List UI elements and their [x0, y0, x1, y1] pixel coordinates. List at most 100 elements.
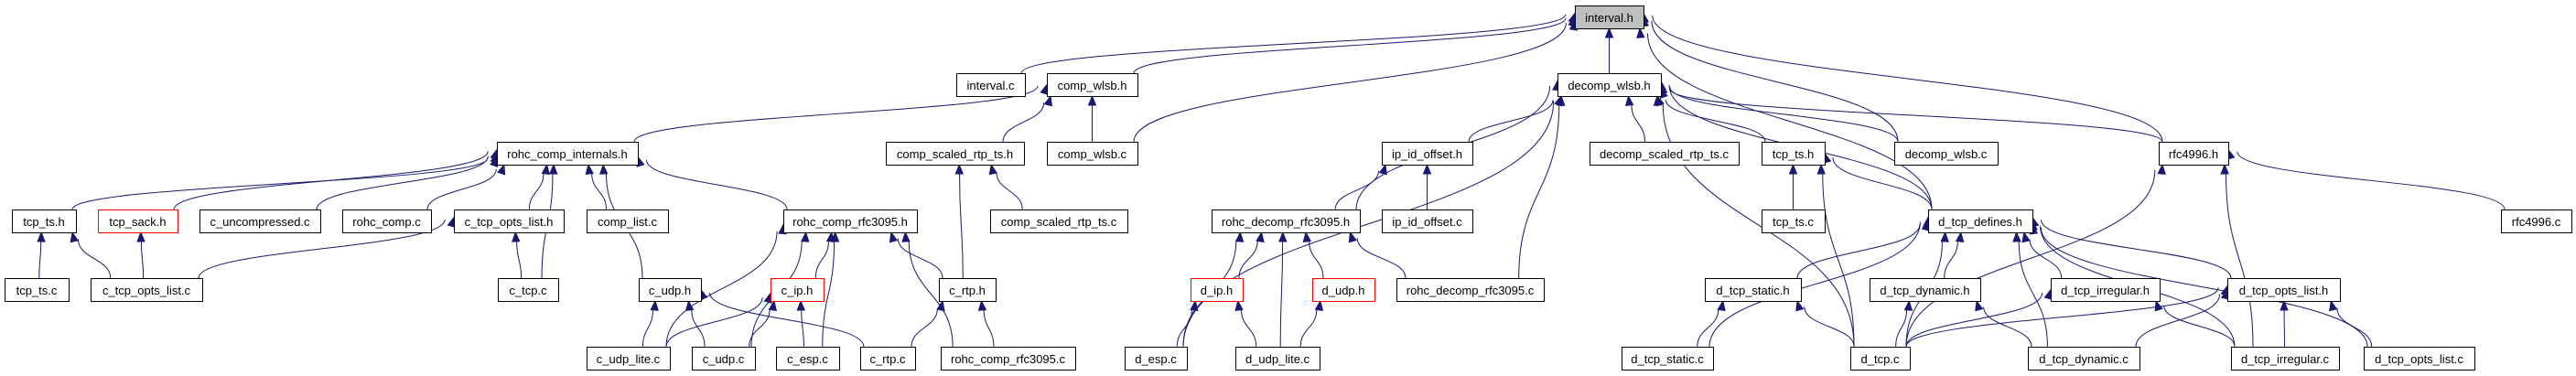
edge-d-tcp-c-to-d-tcp-irregular-h	[1905, 288, 2053, 348]
node-label: comp_wlsb.c	[1058, 147, 1127, 161]
node-comp-wlsb-c[interactable]: comp_wlsb.c	[1047, 142, 1138, 166]
node-box	[1870, 278, 1981, 302]
node-rfc4996-c[interactable]: rfc4996.c	[2501, 209, 2572, 233]
node-label: rohc_comp_rfc3095.h	[792, 215, 908, 229]
node-c-ip-h[interactable]: c_ip.h	[771, 278, 825, 302]
node-box	[639, 278, 702, 302]
node-c-tcp-opts-list-h[interactable]: c_tcp_opts_list.h	[454, 209, 565, 233]
node-box	[1047, 142, 1138, 166]
node-d-tcp-static-h[interactable]: d_tcp_static.h	[1705, 278, 1802, 302]
arrowhead-icon	[512, 231, 521, 242]
node-rohc-comp-c[interactable]: rohc_comp.c	[342, 209, 432, 233]
node-ip-id-offset-h[interactable]: ip_id_offset.h	[1382, 142, 1473, 166]
node-tcp-sack-h[interactable]: tcp_sack.h	[98, 209, 178, 233]
node-rfc4996-h[interactable]: rfc4996.h	[2159, 142, 2229, 166]
node-label: c_udp.c	[703, 352, 745, 366]
node-label: d_tcp.c	[1861, 352, 1900, 366]
node-box	[5, 278, 70, 302]
node-c-esp-c[interactable]: c_esp.c	[776, 347, 840, 371]
edge-line	[528, 173, 544, 210]
node-c-udp-lite-c[interactable]: c_udp_lite.c	[587, 347, 671, 371]
arrowhead-icon	[497, 163, 506, 176]
node-interval-c[interactable]: interval.c	[956, 73, 1026, 97]
arrowhead-icon	[1903, 299, 1913, 311]
node-comp-scaled-rtp-ts-h[interactable]: comp_scaled_rtp_ts.h	[886, 142, 1025, 166]
node-comp-scaled-rtp-ts-c[interactable]: comp_scaled_rtp_ts.c	[990, 209, 1128, 233]
node-decomp-scaled-rtp-ts-c[interactable]: decomp_scaled_rtp_ts.c	[1590, 142, 1740, 166]
node-label: comp_scaled_rtp_ts.h	[897, 147, 1013, 161]
edge-line	[1895, 309, 1908, 348]
edge-d-tcp-dynamic-c-to-d-tcp-defines-h	[2012, 231, 2048, 348]
arrowhead-icon	[763, 292, 772, 304]
node-tcp-ts-h-d[interactable]: tcp_ts.h	[1762, 142, 1826, 166]
node-d-tcp-opts-list-c[interactable]: d_tcp_opts_list.c	[2364, 347, 2475, 371]
node-c-udp-c[interactable]: c_udp.c	[692, 347, 756, 371]
edge-line	[2029, 239, 2063, 279]
edge-line	[198, 219, 446, 279]
edge-line	[822, 241, 835, 348]
node-d-tcp-opts-list-h[interactable]: d_tcp_opts_list.h	[2227, 278, 2341, 302]
node-box	[783, 209, 918, 233]
node-c-tcp-opts-list-c[interactable]: c_tcp_opts_list.c	[91, 278, 203, 302]
edge-line	[1647, 33, 1933, 210]
node-rohc-comp-rfc3095-c[interactable]: rohc_comp_rfc3095.c	[941, 347, 1076, 371]
edge-line	[708, 292, 865, 348]
arrowhead-icon	[1422, 163, 1432, 175]
node-comp-list-c[interactable]: comp_list.c	[587, 209, 669, 233]
edge-comp-wlsb-c-to-interval-h	[1133, 19, 1579, 143]
edge-d-tcp-opts-list-c-to-d-tcp-opts-list-h	[2329, 299, 2373, 348]
node-c-udp-h[interactable]: c_udp.h	[639, 278, 702, 302]
edge-line	[1299, 309, 1318, 348]
arrowhead-icon	[1348, 231, 1357, 243]
node-d-tcp-dynamic-c[interactable]: d_tcp_dynamic.c	[2028, 347, 2140, 371]
node-c-uncompressed-c[interactable]: c_uncompressed.c	[199, 209, 321, 233]
node-decomp-wlsb-h[interactable]: decomp_wlsb.h	[1557, 73, 1662, 97]
node-tcp-ts-h[interactable]: tcp_ts.h	[12, 209, 77, 233]
edges-layer	[37, 12, 2506, 348]
node-d-tcp-irregular-c[interactable]: d_tcp_irregular.c	[2231, 347, 2340, 371]
node-box	[498, 278, 559, 302]
edge-comp-wlsb-c-to-comp-wlsb-h	[1087, 94, 1097, 142]
node-decomp-wlsb-c[interactable]: decomp_wlsb.c	[1894, 142, 1999, 166]
node-c-rtp-c[interactable]: c_rtp.c	[860, 347, 916, 371]
node-c-tcp-c[interactable]: c_tcp.c	[498, 278, 559, 302]
node-d-tcp-static-c[interactable]: d_tcp_static.c	[1622, 347, 1714, 371]
node-rohc-comp-internals-h[interactable]: rohc_comp_internals.h	[497, 142, 639, 166]
node-d-esp-c[interactable]: d_esp.c	[1125, 347, 1188, 371]
node-tcp-ts-c-d[interactable]: tcp_ts.c	[1762, 209, 1826, 233]
node-rohc-decomp-rfc3095-h[interactable]: rohc_decomp_rfc3095.h	[1212, 209, 1361, 233]
node-box	[1575, 5, 1644, 29]
edge-line	[691, 309, 706, 348]
node-box	[2501, 209, 2572, 233]
edge-c-tcp-opts-list-h-to-rohc-comp-internals-h	[528, 163, 550, 210]
arrowhead-icon	[2154, 299, 2163, 312]
node-rohc-comp-rfc3095-h[interactable]: rohc_comp_rfc3095.h	[783, 209, 918, 233]
node-label: decomp_wlsb.c	[1905, 147, 1988, 161]
node-tcp-ts-c[interactable]: tcp_ts.c	[5, 278, 70, 302]
node-label: rohc_comp_rfc3095.c	[951, 352, 1066, 366]
node-rohc-decomp-rfc3095-c[interactable]: rohc_decomp_rfc3095.c	[1396, 278, 1545, 302]
node-d-tcp-dynamic-h[interactable]: d_tcp_dynamic.h	[1870, 278, 1981, 302]
arrowhead-icon	[585, 163, 594, 176]
node-d-udp-h[interactable]: d_udp.h	[1312, 278, 1375, 302]
edge-line	[1002, 102, 1045, 143]
node-box	[1850, 347, 1911, 371]
edge-line	[908, 241, 954, 348]
node-box	[1557, 73, 1662, 97]
node-d-tcp-irregular-h[interactable]: d_tcp_irregular.h	[2051, 278, 2161, 302]
edge-line	[2226, 173, 2254, 348]
node-d-tcp-defines-h[interactable]: d_tcp_defines.h	[1928, 209, 2033, 233]
edge-c-tcp-opts-list-c-to-c-tcp-opts-list-h	[198, 216, 456, 279]
edge-tcp-ts-h-d-to-decomp-wlsb-h	[1655, 94, 1766, 143]
node-c-rtp-h[interactable]: c_rtp.h	[939, 278, 997, 302]
node-d-tcp-c[interactable]: d_tcp.c	[1850, 347, 1911, 371]
node-box	[956, 73, 1026, 97]
node-interval-h[interactable]: interval.h	[1575, 5, 1644, 29]
edge-line	[645, 159, 788, 210]
edge-line	[1905, 287, 2219, 348]
node-label: c_uncompressed.c	[210, 215, 310, 229]
node-comp-wlsb-h[interactable]: comp_wlsb.h	[1047, 73, 1138, 97]
node-d-ip-h[interactable]: d_ip.h	[1191, 278, 1244, 302]
node-ip-id-offset-c[interactable]: ip_id_offset.c	[1382, 209, 1473, 233]
node-d-udp-lite-c[interactable]: d_udp_lite.c	[1235, 347, 1320, 371]
